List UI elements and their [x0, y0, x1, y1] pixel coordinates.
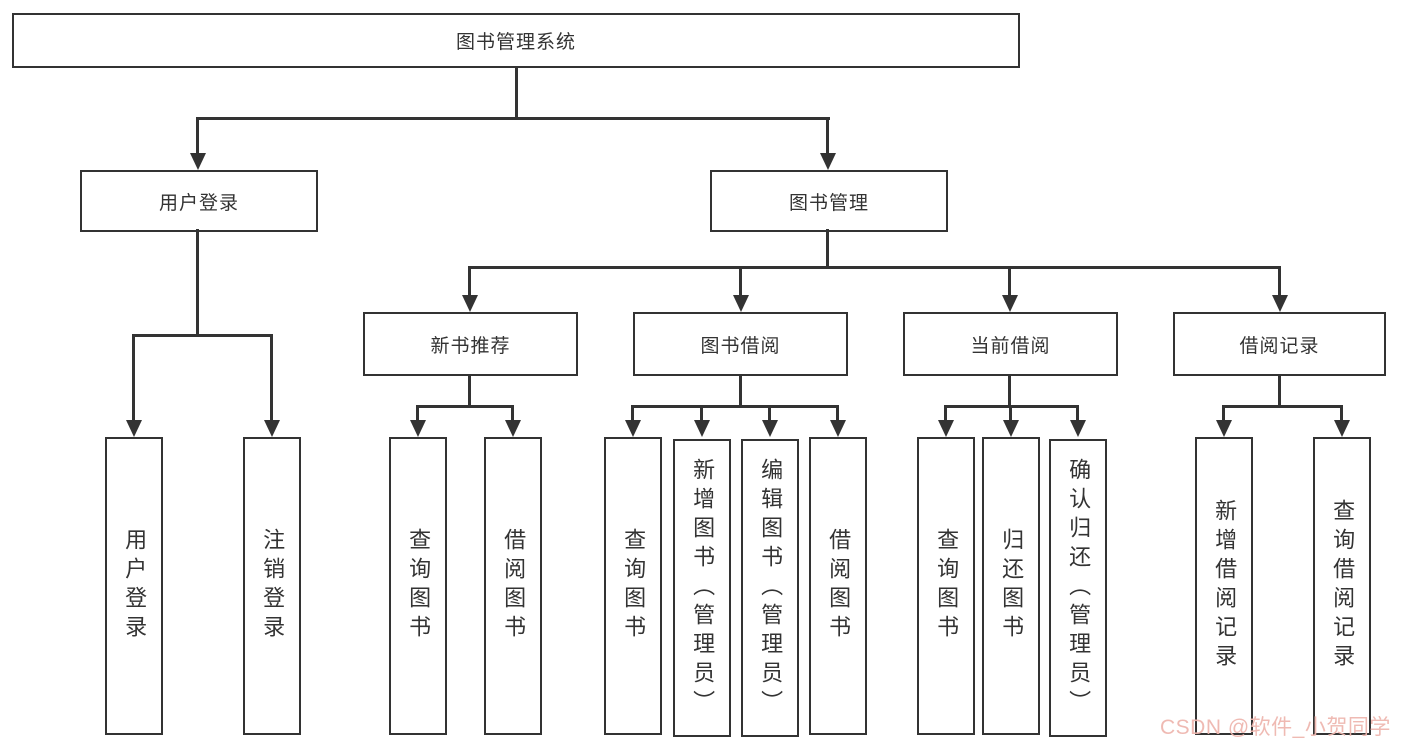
arrowhead: [762, 420, 778, 437]
leaf-borrow-edit-admin-label: 编辑图书（管理员）: [758, 457, 784, 719]
connector: [468, 374, 471, 408]
node-borrow-records-label: 借阅记录: [1239, 335, 1320, 357]
node-new-book-recommend-label: 新书推荐: [430, 335, 511, 357]
leaf-borrow-borrow-label: 借阅图书: [826, 528, 852, 644]
arrowhead: [190, 153, 206, 170]
connector: [132, 334, 273, 337]
connector: [826, 117, 829, 157]
connector: [739, 266, 742, 298]
node-user-login: 用户登录: [80, 170, 318, 232]
connector: [1222, 405, 1225, 424]
connector: [468, 266, 471, 298]
connector: [196, 117, 199, 157]
connector: [768, 405, 771, 424]
connector: [1278, 374, 1281, 408]
arrowhead: [410, 420, 426, 437]
connector: [1222, 405, 1343, 408]
arrowhead: [1334, 420, 1350, 437]
node-current-borrow: 当前借阅: [903, 312, 1118, 376]
leaf-current-confirm-admin-label: 确认归还（管理员）: [1066, 457, 1092, 719]
leaf-user-login-label: 用户登录: [122, 528, 148, 644]
leaf-current-confirm-admin: 确认归还（管理员）: [1049, 439, 1107, 737]
node-new-book-recommend: 新书推荐: [363, 312, 578, 376]
leaf-borrow-add-admin-label: 新增图书（管理员）: [690, 457, 716, 719]
connector: [1076, 405, 1079, 424]
leaf-newbooks-query-label: 查询图书: [406, 528, 432, 644]
node-borrow-records: 借阅记录: [1173, 312, 1386, 376]
leaf-borrow-add-admin: 新增图书（管理员）: [673, 439, 731, 737]
connector: [270, 334, 273, 423]
node-root: 图书管理系统: [12, 13, 1020, 68]
node-root-label: 图书管理系统: [455, 32, 576, 53]
connector: [631, 405, 634, 424]
arrowhead: [1216, 420, 1232, 437]
arrowhead: [126, 420, 142, 437]
connector: [416, 405, 419, 424]
node-current-borrow-label: 当前借阅: [970, 335, 1051, 357]
leaf-records-add-label: 新增借阅记录: [1212, 499, 1238, 673]
connector: [1008, 374, 1011, 408]
arrowhead: [733, 295, 749, 312]
connector: [944, 405, 947, 424]
arrowhead: [1272, 295, 1288, 312]
leaf-newbooks-query: 查询图书: [389, 437, 447, 735]
connector: [416, 405, 514, 408]
node-book-management: 图书管理: [710, 170, 948, 232]
arrowhead: [830, 420, 846, 437]
leaf-borrow-query: 查询图书: [604, 437, 662, 735]
leaf-logout: 注销登录: [243, 437, 301, 735]
leaf-current-return: 归还图书: [982, 437, 1040, 735]
node-book-borrow: 图书借阅: [633, 312, 848, 376]
connector: [196, 229, 199, 336]
connector: [1340, 405, 1343, 424]
connector: [511, 405, 514, 424]
connector: [631, 405, 839, 408]
leaf-borrow-borrow: 借阅图书: [809, 437, 867, 735]
watermark: CSDN @软件_小贺同学: [1160, 716, 1391, 739]
connector: [132, 334, 135, 423]
leaf-current-return-label: 归还图书: [999, 528, 1025, 644]
arrowhead: [694, 420, 710, 437]
arrowhead: [938, 420, 954, 437]
node-book-borrow-label: 图书借阅: [700, 335, 781, 357]
arrowhead: [1002, 295, 1018, 312]
leaf-newbooks-borrow: 借阅图书: [484, 437, 542, 735]
connector: [196, 117, 830, 120]
arrowhead: [1070, 420, 1086, 437]
connector: [826, 229, 829, 269]
leaf-current-query: 查询图书: [917, 437, 975, 735]
arrowhead: [264, 420, 280, 437]
connector: [836, 405, 839, 424]
arrowhead: [505, 420, 521, 437]
leaf-records-add: 新增借阅记录: [1195, 437, 1253, 735]
connector: [1009, 405, 1012, 424]
leaf-borrow-edit-admin: 编辑图书（管理员）: [741, 439, 799, 737]
connector: [739, 374, 742, 408]
node-book-management-label: 图书管理: [788, 192, 869, 214]
arrowhead: [1003, 420, 1019, 437]
connector: [700, 405, 703, 424]
arrowhead: [625, 420, 641, 437]
arrowhead: [820, 153, 836, 170]
connector: [1278, 266, 1281, 298]
connector: [468, 266, 1281, 269]
connector: [515, 66, 518, 118]
node-user-login-label: 用户登录: [158, 192, 239, 214]
leaf-current-query-label: 查询图书: [934, 528, 960, 644]
leaf-records-query: 查询借阅记录: [1313, 437, 1371, 735]
arrowhead: [462, 295, 478, 312]
leaf-newbooks-borrow-label: 借阅图书: [501, 528, 527, 644]
leaf-user-login: 用户登录: [105, 437, 163, 735]
leaf-borrow-query-label: 查询图书: [621, 528, 647, 644]
leaf-records-query-label: 查询借阅记录: [1330, 499, 1356, 673]
connector: [1008, 266, 1011, 298]
leaf-logout-label: 注销登录: [260, 528, 286, 644]
